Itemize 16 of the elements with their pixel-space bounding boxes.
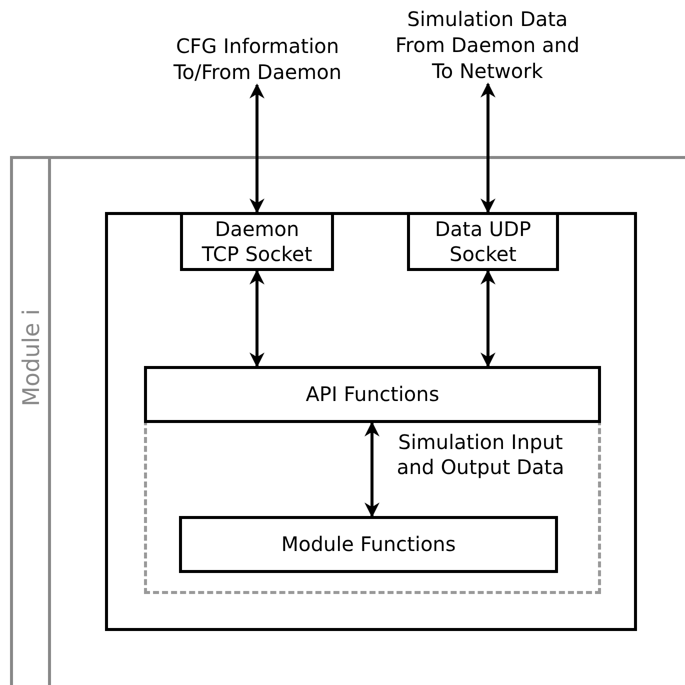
box-label: Daemon TCP Socket [201,216,313,266]
double-arrow [480,270,496,368]
double-arrow [250,270,264,368]
box-label: API Functions [306,382,440,407]
function-box [179,516,558,573]
annotation-text: CFG Information To/From Daemon [150,33,365,85]
double-arrow [364,422,380,518]
double-arrow [480,82,496,214]
box-label: Module Functions [281,532,456,557]
double-arrow [250,84,264,214]
function-box [407,212,559,271]
function-box [180,212,334,271]
function-box [144,366,601,423]
box-label: Data UDP Socket [434,216,532,266]
module-label: Module i [19,309,45,406]
annotation-text: Simulation Data From Daemon and To Network [395,6,580,84]
